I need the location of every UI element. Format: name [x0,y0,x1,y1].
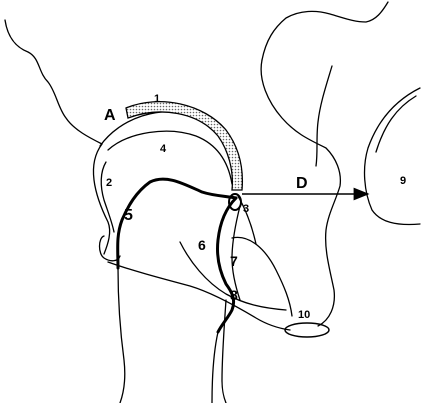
arc-line-6 [179,241,287,311]
inner-line-2 [100,161,115,233]
inner-line-7 [231,205,241,301]
label-6: 6 [198,237,206,253]
head-left-outline-line [92,143,111,255]
label-D: D [296,175,308,192]
label-2: 2 [106,177,112,189]
arc-line-7 [231,236,293,317]
label-4: 4 [160,143,167,155]
ellipse-10 [284,322,330,338]
label-8: 8 [230,287,238,303]
pelvis-inner-stroke [315,65,333,167]
outer-outline-line [4,19,103,145]
shaft-right-edge-outer [221,299,227,403]
pelvis-inner-curve [260,59,342,327]
label-5: 5 [124,207,133,224]
pelvis-notch [237,195,257,245]
femoral-head-inner-arc [107,130,233,185]
label-10: 10 [298,309,310,321]
structure-9-outer [363,87,421,226]
shaft-right-edge [211,331,219,403]
neck-lower-line [107,261,291,331]
thick-curve-678 [216,196,238,334]
label-3: 3 [243,203,249,215]
label-7: 7 [230,253,238,269]
cartilage-band [125,101,244,191]
shaft-left-edge [117,267,126,403]
label-A: A [104,107,116,124]
label-1: 1 [154,93,160,105]
structure-9-inner [375,95,417,153]
pelvis-outline [261,1,389,61]
thick-curve-5 [116,177,238,270]
label-9: 9 [400,175,406,187]
